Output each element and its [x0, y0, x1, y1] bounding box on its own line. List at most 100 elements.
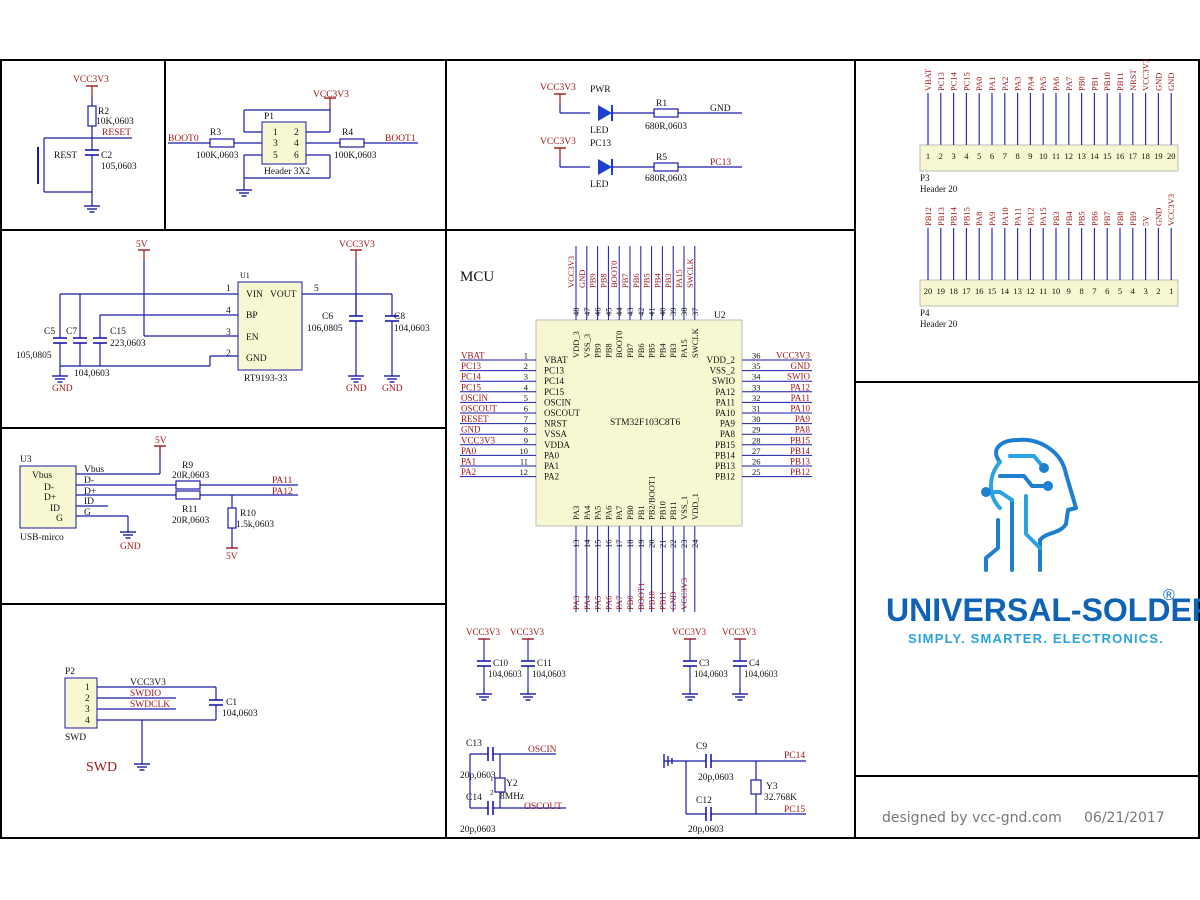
mcu-bottom-net: PB11 — [657, 591, 667, 610]
osc32-pc14: PC14 — [784, 751, 805, 761]
decap-value: 104,0603 — [694, 669, 728, 679]
mcu-left-net: PC15 — [461, 382, 482, 392]
r1-ref: R1 — [656, 99, 667, 109]
usb-5v-b: 5V — [226, 552, 238, 562]
mcu-left-num: 9 — [524, 435, 528, 445]
p3-pin: 3 — [951, 151, 955, 161]
mcu-left-pin: PA0 — [544, 450, 560, 460]
y2-crystal — [494, 777, 506, 793]
mcu-bottom-pin: PA6 — [603, 506, 613, 520]
c1-value: 104,0603 — [222, 709, 258, 719]
brand-registered: ® — [1163, 587, 1175, 604]
mcu-top-num: 40 — [657, 308, 667, 317]
mcu-bottom-pin: VDD_1 — [690, 493, 700, 520]
swd-circuit: P2 1 2 3 4 SWD VCC3V3 SWDIO SWDCLK C1 10… — [64, 667, 258, 775]
p3-pin: 20 — [1167, 151, 1176, 161]
mcu-right-num: 25 — [752, 467, 761, 477]
mcu-bottom-net: PA4 — [582, 595, 592, 610]
p4-net: PA12 — [1025, 207, 1035, 226]
p4-pin: 11 — [1039, 286, 1047, 296]
mcu-right-net: PA10 — [790, 404, 810, 414]
mcu-right-num: 31 — [752, 404, 761, 414]
p4-pin: 3 — [1143, 286, 1147, 296]
svg-text:5: 5 — [273, 151, 278, 161]
p4-pin: 19 — [937, 286, 946, 296]
mcu-top-net: BOOT0 — [609, 261, 619, 288]
mcu-right-net: PB13 — [790, 457, 811, 467]
reset-net-label: RESET — [102, 128, 131, 138]
mcu-bottom-num: 21 — [657, 540, 667, 549]
regulator-part: RT9193-33 — [244, 374, 287, 384]
p4-body — [919, 279, 1179, 307]
mcu-bottom-num: 16 — [603, 540, 613, 549]
osc8-oscout: OSCOUT — [524, 802, 562, 812]
mcu-left-num: 2 — [524, 361, 528, 371]
led-gnd-net: GND — [710, 104, 731, 114]
y3-crystal — [750, 779, 762, 795]
svg-text:2: 2 — [294, 128, 299, 138]
p4-net: PB13 — [936, 207, 946, 226]
svg-text:VOUT: VOUT — [270, 290, 297, 300]
r10-value: 1.5k,0603 — [236, 520, 274, 530]
mcu-right-num: 35 — [752, 361, 761, 371]
mcu-top-num: 41 — [647, 308, 657, 317]
r5-ref: R5 — [656, 153, 667, 163]
led-pc13-net: PC13 — [710, 158, 731, 168]
mcu-top-num: 45 — [603, 308, 613, 317]
mcu-top-pin: PB3 — [668, 343, 678, 358]
p3-net: GND — [1166, 73, 1176, 91]
svg-text:2: 2 — [226, 349, 231, 359]
reg-gnd-a: GND — [52, 384, 73, 394]
p1-name: Header 3X2 — [264, 167, 310, 177]
mcu-left-num: 5 — [524, 393, 528, 403]
mcu-top-pin: VDD_3 — [571, 331, 581, 358]
c12-value: 20p,0603 — [688, 825, 724, 835]
p3-net: PB10 — [1102, 72, 1112, 91]
r11-ref: R11 — [182, 505, 198, 515]
mcu-right-pin: PA8 — [720, 429, 736, 439]
p3-net: PA2 — [1000, 77, 1010, 91]
mcu-top-num: 47 — [582, 308, 592, 317]
svg-text:D+: D+ — [84, 487, 96, 497]
mcu-left-net: GND — [461, 425, 481, 435]
mcu-left-pin: PC14 — [544, 376, 565, 386]
mcu-bottom-net: BOOT1 — [636, 583, 646, 610]
r2-value: 10K,0603 — [96, 117, 134, 127]
mcu-bottom-net: PA7 — [614, 596, 624, 610]
mcu-top-net: PB3 — [663, 273, 673, 288]
mcu-top-net: PB5 — [642, 273, 652, 288]
mcu-top-pin: VSS_3 — [582, 334, 592, 358]
osc32-pc15: PC15 — [784, 805, 805, 815]
mcu-right-net: PA9 — [795, 414, 811, 424]
mcu-bottom-net: GND — [668, 592, 678, 610]
p4-net: GND — [1153, 208, 1163, 226]
p3-pin: 5 — [977, 151, 981, 161]
p3-net: PC14 — [949, 71, 959, 91]
mcu-top-num: 39 — [668, 308, 678, 317]
mcu-left-pin: PC15 — [544, 387, 565, 397]
p3-name: Header 20 — [920, 184, 958, 194]
p3-net: PA0 — [974, 77, 984, 91]
c7-ref: C7 — [66, 327, 77, 337]
swd-net-swdio: SWDIO — [130, 689, 161, 699]
usb-connector — [19, 465, 77, 529]
boot1-label: BOOT1 — [385, 134, 416, 144]
mcu-bottom-num: 23 — [679, 540, 689, 549]
mcu-right-pin: VDD_2 — [707, 355, 736, 365]
p3-pin: 7 — [1003, 151, 1007, 161]
mcu-right-num: 29 — [752, 425, 761, 435]
p3-header: VBAT1PC132PC143PC154PA05PA16PA27PA38PA49… — [919, 59, 1179, 194]
mcu-bottom-pin: PB10 — [657, 501, 667, 520]
y2-value: 8MHz — [500, 792, 524, 802]
mcu-left-net: PA1 — [461, 457, 476, 467]
p4-pin: 8 — [1079, 286, 1083, 296]
pc13-led — [598, 159, 612, 175]
gnd-icon — [681, 687, 699, 701]
p3-pin: 11 — [1052, 151, 1060, 161]
svg-text:2: 2 — [490, 789, 494, 797]
mcu-bottom-num: 17 — [614, 540, 624, 549]
mcu-top-pin: BOOT0 — [614, 331, 624, 358]
mcu-left-num: 10 — [520, 446, 529, 456]
c9-ref: C9 — [696, 742, 707, 752]
